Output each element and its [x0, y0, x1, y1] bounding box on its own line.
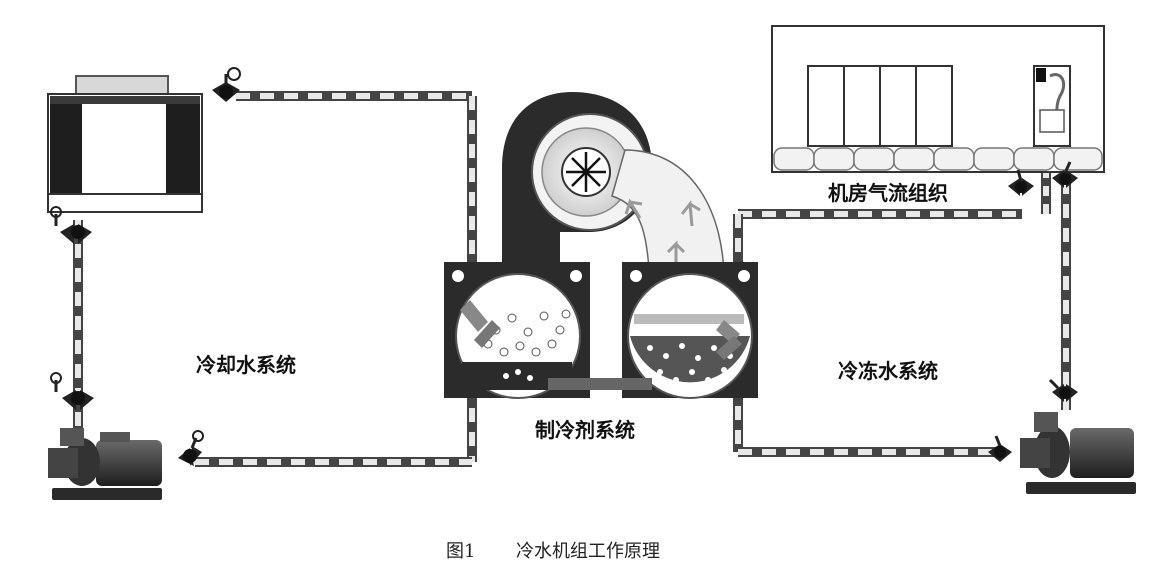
valve-icon: [178, 430, 204, 466]
valve-icon: [1048, 378, 1078, 402]
valve-icon: [1008, 169, 1034, 196]
valve-icon: [50, 372, 94, 410]
refrigerant-label: 制冷剂系统: [535, 418, 635, 442]
room-airflow-label: 机房气流组织: [828, 181, 948, 205]
cooling-water-pump: [48, 428, 162, 500]
figure-number: 图1: [446, 541, 475, 562]
cooling-water-label: 冷却水系统: [196, 353, 296, 377]
valve-icon: [50, 206, 92, 244]
cooling-tower: [47, 75, 203, 213]
valve-icon: [212, 67, 241, 102]
evaporator: [622, 262, 758, 399]
machine-room: [771, 25, 1105, 173]
chilled-water-pump: [1020, 412, 1136, 494]
compressor: [502, 92, 725, 289]
condenser: [444, 262, 590, 399]
figure-title: 冷水机组工作原理: [516, 541, 660, 562]
valve-icon: [988, 435, 1012, 462]
chilled-water-label: 冷冻水系统: [838, 359, 938, 383]
valve-icon: [1052, 161, 1078, 188]
